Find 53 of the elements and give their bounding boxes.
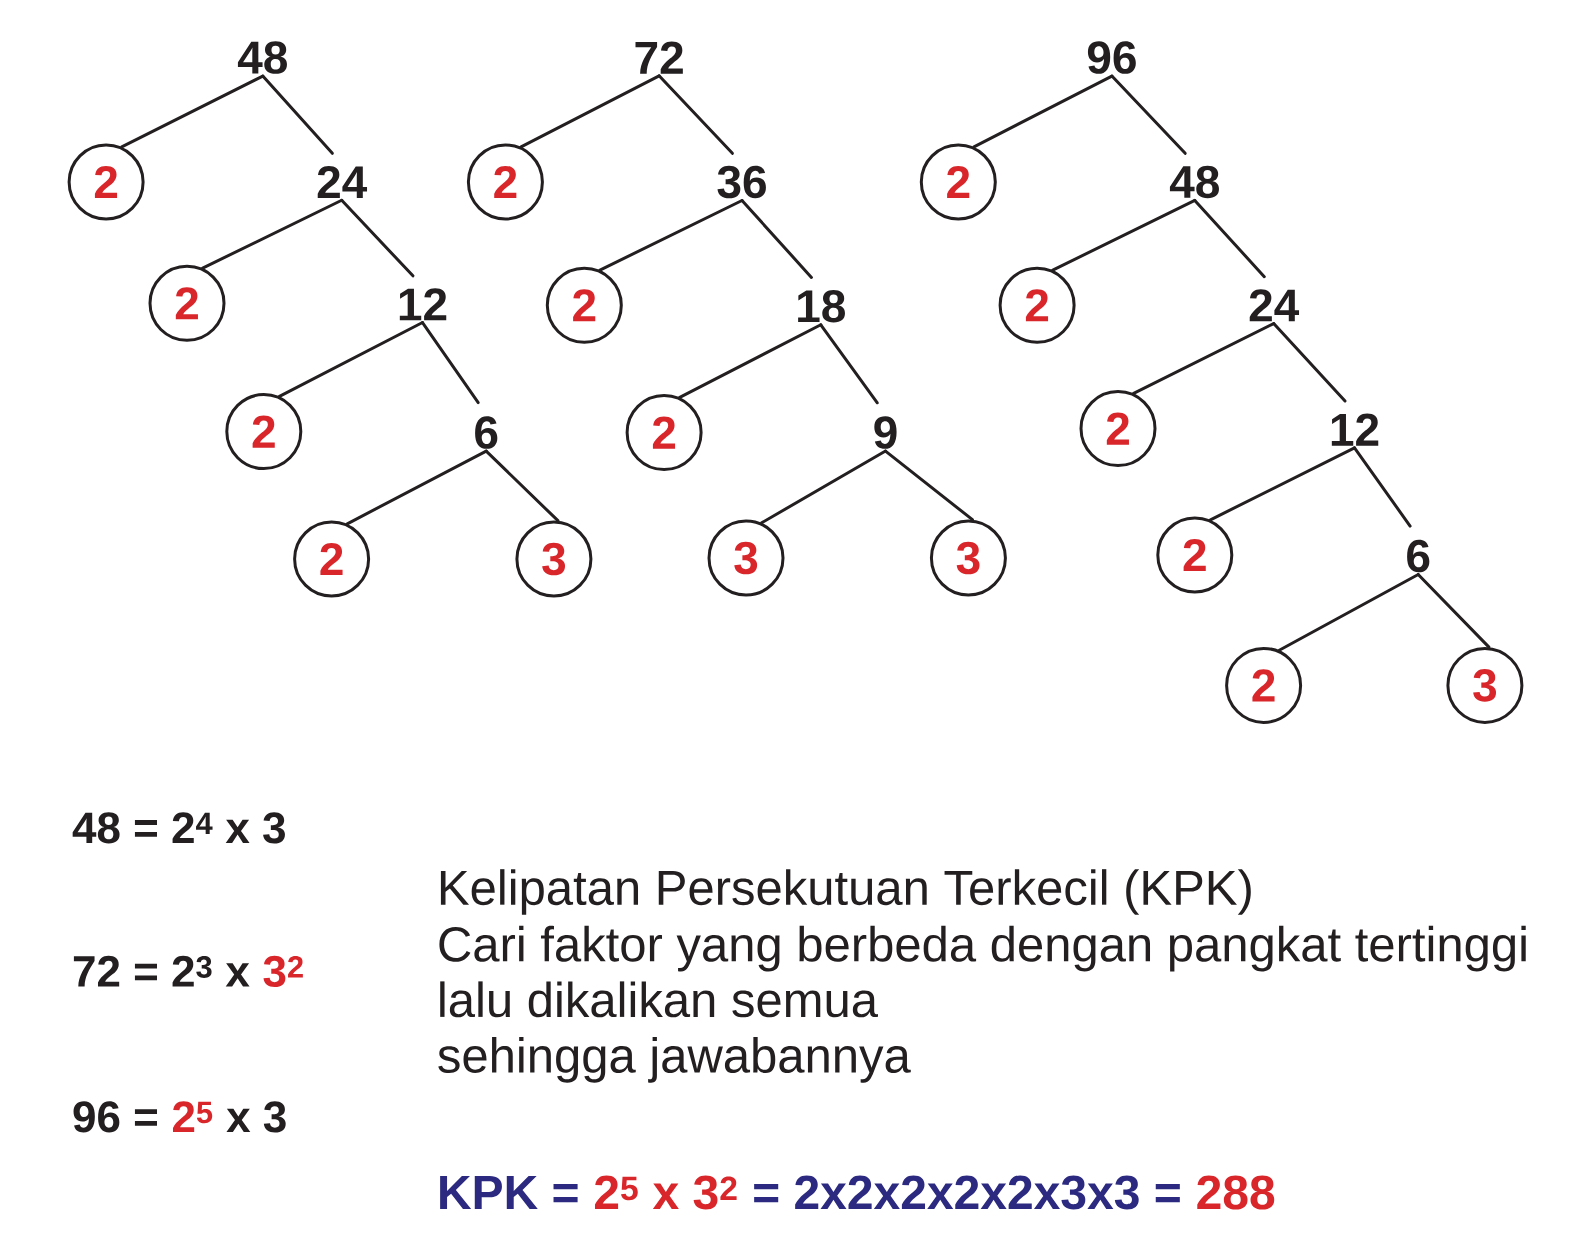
factor-number: 12 <box>1331 413 1379 446</box>
branch-line <box>201 198 344 270</box>
branch-line <box>1208 446 1356 522</box>
factor-number: 24 <box>1249 289 1300 322</box>
branch-line <box>1132 322 1276 395</box>
branch-line <box>484 449 560 523</box>
branch-line <box>740 199 813 279</box>
equation-text: 48 = 2$^{4}$ x 3 <box>72 812 285 844</box>
equation-text: x 3 <box>226 1101 286 1133</box>
equation-text: = 2x2x2x2x2x3x3 = <box>754 1175 1180 1210</box>
equation-text: 96 = <box>73 1101 157 1133</box>
branch-line <box>1272 322 1347 403</box>
branch-line <box>1051 198 1197 272</box>
branch-line <box>760 449 887 525</box>
equation-text: KPK = <box>440 1175 578 1209</box>
branch-line <box>1416 572 1491 649</box>
explanation-text: sehingga jawabannya <box>438 1037 911 1083</box>
branch-line <box>1193 198 1266 279</box>
factor-number: 18 <box>798 290 845 323</box>
branch-line <box>819 323 879 405</box>
factor-number: 48 <box>237 41 287 74</box>
branch-line <box>884 449 974 522</box>
branch-line <box>277 321 424 398</box>
branch-line <box>678 323 823 399</box>
explanation-text: Cari faktor yang berbeda dengan pangkat tertinggi <box>439 925 1526 972</box>
branch-line <box>1353 446 1412 528</box>
factor-number: 36 <box>717 165 766 199</box>
equation-text: 2$^{5}$ <box>173 1101 213 1133</box>
factor-number: 6 <box>1407 539 1430 573</box>
equation-text: 2$^{5}$ x 3$^{2}$ <box>595 1175 737 1210</box>
branch-line <box>340 198 415 278</box>
factor-number: 9 <box>874 416 897 449</box>
factor-number: 24 <box>317 165 368 199</box>
explanation-text: Kelipatan Persekutuan Terkecil (KPK) <box>440 869 1251 915</box>
equation-text: 72 = 2$^{3}$ x <box>73 955 250 987</box>
factor-number: 48 <box>1169 165 1219 199</box>
branch-line <box>261 74 334 155</box>
branch-line <box>120 74 265 149</box>
factor-number: 6 <box>475 416 498 449</box>
factor-number: 96 <box>1087 41 1136 74</box>
branch-line <box>1110 74 1187 155</box>
branch-line <box>519 74 661 149</box>
branch-line <box>598 199 744 272</box>
factor-number: 12 <box>399 288 447 321</box>
factor-number: 72 <box>635 41 683 74</box>
branch-line <box>972 74 1114 149</box>
branch-line <box>345 449 488 526</box>
equation-text: 288 <box>1197 1175 1275 1210</box>
branch-line <box>421 321 480 405</box>
explanation-text: lalu dikalikan semua <box>440 981 878 1018</box>
equation-text: 3$^{2}$ <box>263 955 303 988</box>
branch-line <box>1277 572 1420 652</box>
branch-line <box>657 74 734 155</box>
